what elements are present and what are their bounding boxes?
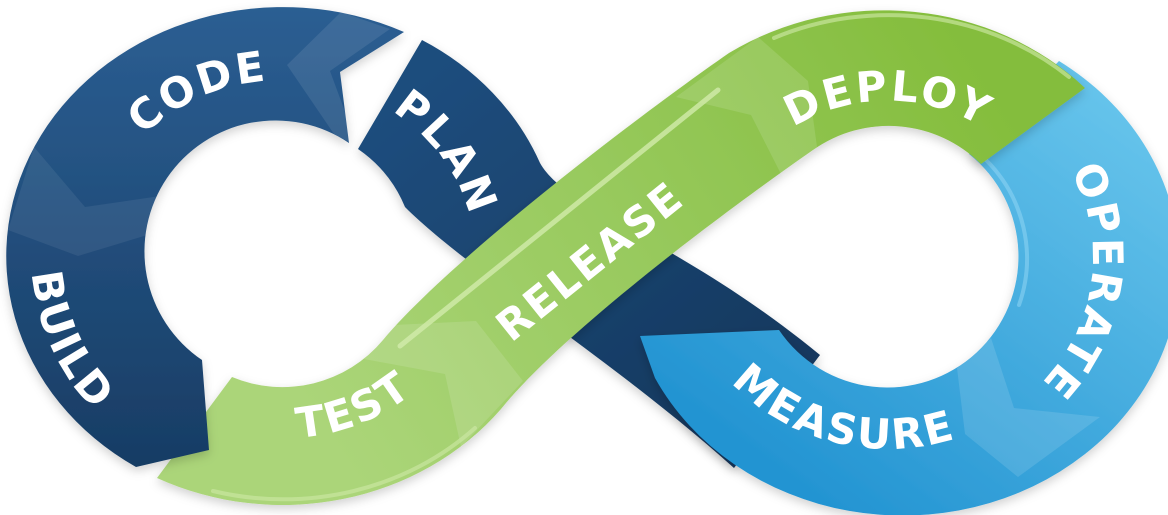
plan-code-chevron (287, 12, 390, 147)
operate-measure-chevron (957, 338, 1100, 477)
blue-band-shape (640, 61, 1168, 515)
deploy-rim-highlight (772, 13, 1071, 79)
operate-measure-band (640, 61, 1168, 515)
green-band-shape (157, 10, 1085, 506)
code-build-chevron (8, 147, 167, 256)
release-deploy-chevron (676, 37, 817, 178)
release-rim-highlight (397, 87, 721, 349)
test-release-deploy-band (157, 10, 1085, 506)
blue-inner-rim-highlight (984, 158, 1029, 307)
navy-ring-shape (6, 7, 405, 467)
test-release-chevron (364, 321, 523, 447)
code-build-ring (6, 7, 405, 467)
test-rim-highlight (211, 426, 477, 502)
